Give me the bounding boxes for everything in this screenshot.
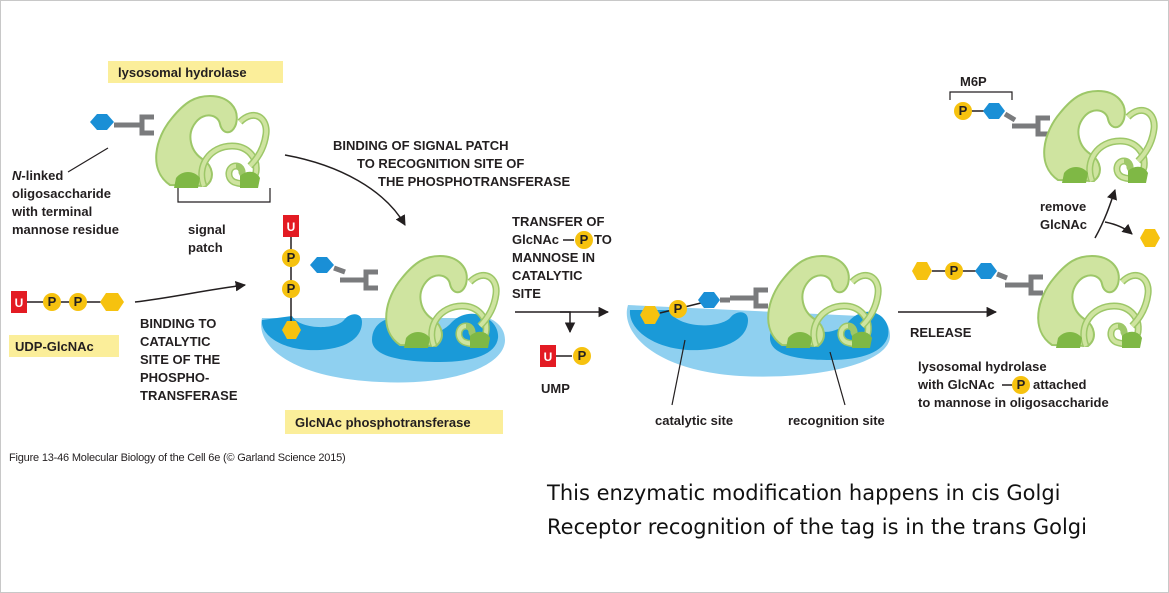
oligosaccharide-pointer xyxy=(67,147,109,173)
hydrolase-label-bg xyxy=(108,61,283,83)
mannose-hexagon-icon xyxy=(975,263,997,279)
svg-text:P: P xyxy=(950,263,959,278)
mannose-hexagon-icon xyxy=(310,257,334,273)
svg-text:P: P xyxy=(287,250,296,265)
note-cis-golgi: This enzymatic modification happens in c… xyxy=(547,481,1061,505)
m6p-bracket xyxy=(949,91,1013,100)
svg-text:P: P xyxy=(287,281,296,296)
phospho-label: PHOSPHO- xyxy=(140,370,209,385)
svg-text:P: P xyxy=(580,232,589,247)
linker-fork-icon xyxy=(1005,277,1043,293)
linker-fork-icon xyxy=(1012,118,1050,134)
m6p-label: M6P xyxy=(960,74,987,89)
linker-fork-icon xyxy=(730,290,768,306)
phosphate-icon xyxy=(1012,376,1030,394)
glcnac-hexagon-icon xyxy=(1140,229,1160,247)
lh-with-line2: with GlcNAc xyxy=(917,377,995,392)
recognition-site-label: recognition site xyxy=(788,413,885,428)
transferase-label-bg xyxy=(285,410,503,434)
phosphate-icon xyxy=(573,347,591,365)
mannose-hexagon-icon xyxy=(90,114,114,130)
mannose-hexagon-icon xyxy=(983,103,1005,119)
mannose-residue-label: mannose residue xyxy=(12,222,119,237)
n-linked-label: N-linked xyxy=(12,168,63,183)
phosphate-icon xyxy=(954,102,972,120)
phosphate-icon xyxy=(945,262,963,280)
hydrolase-protein-icon xyxy=(386,256,496,348)
with-terminal-label: with terminal xyxy=(11,204,92,219)
signal-patch-bracket xyxy=(177,188,271,203)
glcnac-hexagon-icon xyxy=(912,262,932,280)
binding-signal-line3: THE PHOSPHOTRANSFERASE xyxy=(378,174,570,189)
uridine-icon xyxy=(283,215,299,237)
linker-fork-icon xyxy=(340,272,378,288)
remove-branch-arrow xyxy=(1104,221,1133,235)
glcnac-remove-label: GlcNAc xyxy=(1040,217,1087,232)
hydrolase-protein-icon xyxy=(1038,256,1148,348)
phosphate-icon xyxy=(69,293,87,311)
recognition-site-pointer xyxy=(829,351,846,406)
svg-text:U: U xyxy=(544,350,553,364)
phosphate-icon xyxy=(43,293,61,311)
lh-with-line1: lysosomal hydrolase xyxy=(918,359,1047,374)
release-label: RELEASE xyxy=(910,325,972,340)
binding-signal-line2: TO RECOGNITION SITE OF xyxy=(357,156,524,171)
to-label: TO xyxy=(594,232,612,247)
remove-arrow xyxy=(1094,189,1117,239)
uridine-icon xyxy=(540,345,556,367)
catalytic-site-label: catalytic site xyxy=(655,413,733,428)
phosphate-icon xyxy=(282,280,300,298)
catalytic-site-pointer xyxy=(671,339,686,406)
mannose-hexagon-icon xyxy=(698,292,720,308)
uridine-icon xyxy=(11,291,27,313)
transferase-label: TRANSFERASE xyxy=(140,388,238,403)
attached-label: attached xyxy=(1033,377,1087,392)
glcnac-p-label: GlcNAc xyxy=(512,232,559,247)
remove-label: remove xyxy=(1040,199,1086,214)
svg-text:P: P xyxy=(959,103,968,118)
udp-label-bg xyxy=(9,335,119,357)
site-of-the-label: SITE OF THE xyxy=(140,352,221,367)
mannose-in-label: MANNOSE IN xyxy=(512,250,595,265)
glcnac-hexagon-icon xyxy=(100,293,124,311)
phosphate-icon xyxy=(575,231,593,249)
ump-release-arrow xyxy=(560,311,576,334)
lysosomal-hydrolase-label: lysosomal hydrolase xyxy=(118,65,247,80)
svg-text:P: P xyxy=(1017,377,1026,392)
udp-glcnac-label: UDP-GlcNAc xyxy=(15,339,94,354)
binding-signal-line1: BINDING OF SIGNAL PATCH xyxy=(333,138,509,153)
phosphate-icon xyxy=(282,249,300,267)
phosphate-icon xyxy=(669,300,687,318)
hydrolase-protein-icon xyxy=(768,256,878,348)
site2-label: SITE xyxy=(512,286,541,301)
lh-with-line3: to mannose in oligosaccharide xyxy=(918,395,1109,410)
svg-text:P: P xyxy=(578,348,587,363)
svg-text:P: P xyxy=(74,294,83,309)
oligosaccharide-label: oligosaccharide xyxy=(12,186,111,201)
note-trans-golgi: Receptor recognition of the tag is in th… xyxy=(547,515,1087,539)
svg-text:P: P xyxy=(674,301,683,316)
svg-text:P: P xyxy=(48,294,57,309)
patch-label: patch xyxy=(188,240,223,255)
svg-text:U: U xyxy=(287,220,296,234)
glcnac-phosphotransferase-label: GlcNAc phosphotransferase xyxy=(295,415,471,430)
transfer-of-label: TRANSFER OF xyxy=(512,214,605,229)
binding-signal-arrow xyxy=(284,154,406,226)
signal-label: signal xyxy=(188,222,226,237)
binding-to-label: BINDING TO xyxy=(140,316,216,331)
binding-catalytic-arrow xyxy=(134,280,247,303)
svg-text:U: U xyxy=(15,296,24,310)
hydrolase-protein-icon xyxy=(1044,91,1154,183)
catalytic2-label: CATALYTIC xyxy=(512,268,583,283)
glcnac-hexagon-icon xyxy=(282,321,301,339)
glcnac-hexagon-icon xyxy=(640,306,660,324)
figure-caption: Figure 13-46 Molecular Biology of the Ce… xyxy=(9,452,346,464)
ump-label: UMP xyxy=(541,381,570,396)
catalytic-site-shape xyxy=(629,310,748,351)
catalytic-label: CATALYTIC xyxy=(140,334,211,349)
hydrolase-protein-icon xyxy=(156,96,266,188)
